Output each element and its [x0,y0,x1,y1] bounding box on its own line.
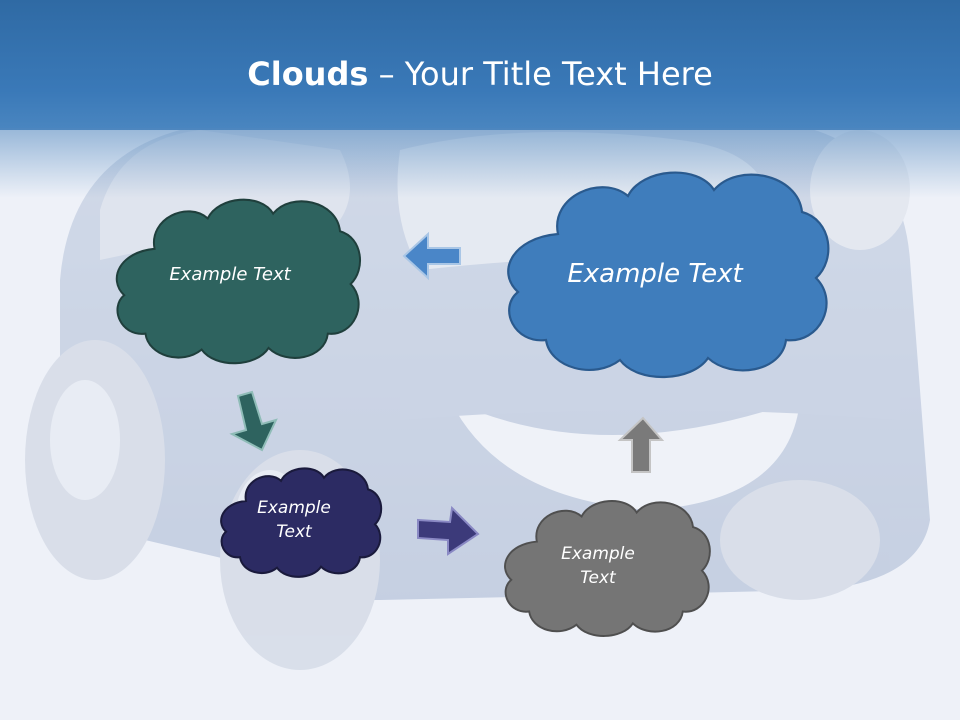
arrow-down-icon [229,390,278,452]
cloud-teal-label: Example Text [169,264,291,286]
cloud-grey-label: Example Text [561,544,635,588]
title-dash: – [368,55,405,93]
cloud-blue-label: Example Text [567,258,743,289]
cloud-navy-label: Example Text [257,498,331,542]
title-bar [0,0,960,130]
slide-title: Clouds – Your Title Text Here [0,52,960,96]
title-rest: Your Title Text Here [404,55,713,93]
title-bold: Clouds [247,55,369,93]
arrow-up-icon [617,416,665,473]
arrow-left-icon [402,231,461,281]
arrow-right-icon [417,505,480,556]
title-bar-fade [0,128,960,198]
